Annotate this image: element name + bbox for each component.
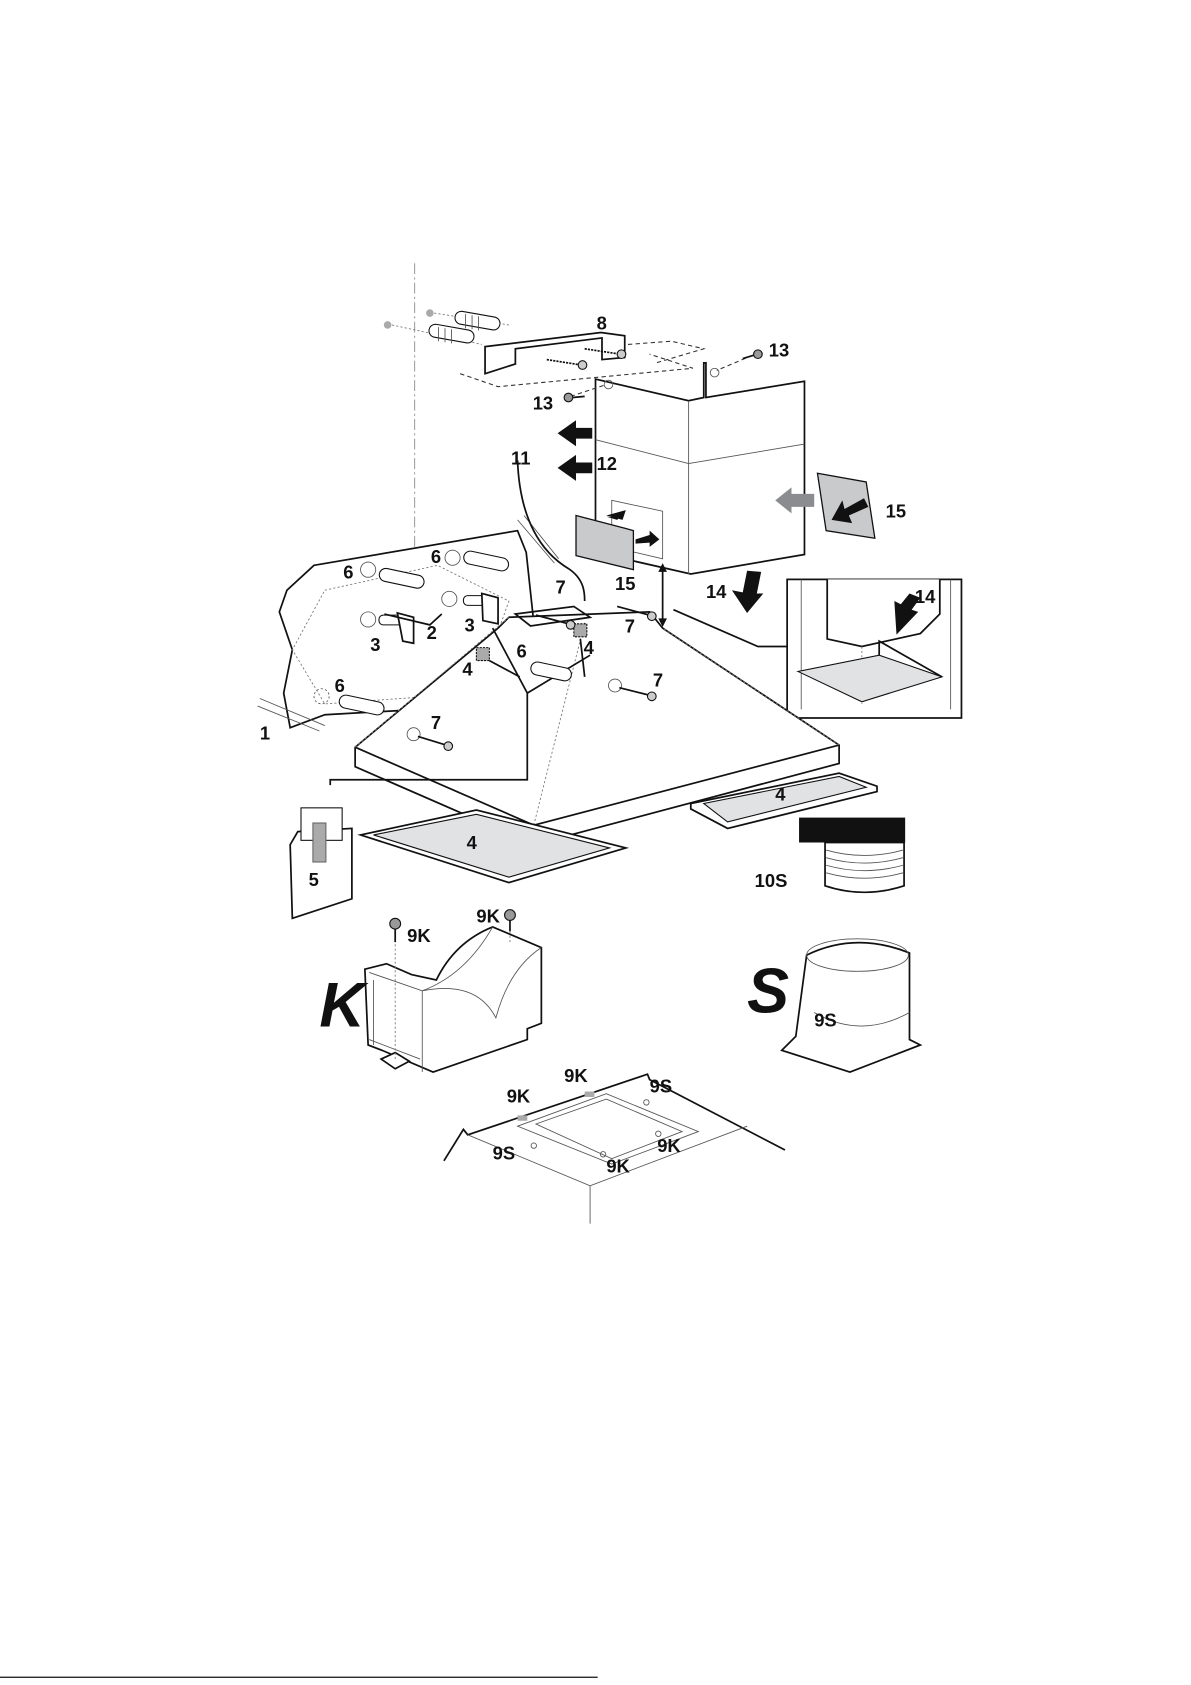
callout-3a: 3 bbox=[370, 634, 380, 655]
screw-icon bbox=[406, 727, 454, 752]
callout-8: 8 bbox=[597, 312, 607, 333]
callout-9K-a: 9K bbox=[407, 925, 431, 946]
callout-4b: 4 bbox=[462, 659, 473, 680]
screw-icon bbox=[616, 605, 657, 622]
callout-10S: 10S bbox=[755, 870, 788, 891]
callout-9S-plate-top: 9S bbox=[650, 1076, 673, 1097]
grey-arrow-icon bbox=[775, 487, 815, 514]
callout-9K-plate-left: 9K bbox=[507, 1085, 531, 1106]
overlay-labels: 6 bbox=[516, 640, 526, 661]
callout-7c: 7 bbox=[653, 670, 663, 691]
screw-icon bbox=[563, 392, 585, 403]
adjust-screw-detail: 5 bbox=[289, 807, 353, 920]
callout-14-detail: 14 bbox=[915, 586, 936, 607]
screw-icon bbox=[742, 349, 763, 360]
screw-icon bbox=[389, 917, 402, 943]
wall-plug-icon bbox=[428, 323, 475, 344]
callout-13-left: 13 bbox=[533, 392, 553, 413]
slide-arrow-icon bbox=[557, 420, 593, 481]
callout-9S-adaptor: 9S bbox=[814, 1010, 837, 1031]
callout-9K-plate-right: 9K bbox=[657, 1135, 681, 1156]
callout-4-filter-left: 4 bbox=[467, 832, 478, 853]
callout-5: 5 bbox=[309, 869, 319, 890]
grease-filter-right: 4 bbox=[689, 772, 878, 830]
callout-9S-plate-left: 9S bbox=[493, 1143, 516, 1164]
callout-13-right: 13 bbox=[769, 339, 789, 360]
callout-6b: 6 bbox=[431, 546, 441, 567]
callout-15-left: 15 bbox=[615, 573, 635, 594]
letter-S: S bbox=[747, 956, 789, 1026]
callout-7b: 7 bbox=[625, 615, 635, 636]
screw-icon bbox=[535, 614, 576, 630]
callout-7a: 7 bbox=[555, 576, 565, 597]
callout-15-right: 15 bbox=[886, 501, 906, 522]
mounting-plate: 9K 9S 9K 9S 9K 9K bbox=[443, 1065, 786, 1224]
wall-bracket: 8 bbox=[383, 309, 706, 388]
callout-9K-plate-top: 9K bbox=[564, 1065, 588, 1086]
callout-2: 2 bbox=[427, 622, 437, 643]
callout-3b: 3 bbox=[464, 614, 474, 635]
chimney: 13 13 12 15 15 14 bbox=[533, 339, 906, 628]
callout-6a: 6 bbox=[343, 561, 353, 582]
wall-plug-icon bbox=[378, 567, 425, 589]
down-arrow-icon bbox=[731, 570, 764, 613]
detail-inset: 14 bbox=[673, 578, 963, 719]
wall-plug-icon bbox=[338, 694, 385, 716]
callout-7d: 7 bbox=[431, 712, 441, 733]
filter-clip-icon bbox=[573, 623, 588, 638]
k-adaptor: 9K 9K K bbox=[319, 906, 543, 1073]
hook-icon bbox=[462, 592, 499, 625]
callout-1: 1 bbox=[260, 723, 270, 744]
filter-clip-icon bbox=[475, 647, 490, 662]
screw-icon bbox=[504, 909, 516, 932]
wall-plug-icon bbox=[530, 661, 572, 682]
callout-6c: 6 bbox=[516, 640, 526, 661]
hood-body: 7 4 7 4 7 7 bbox=[329, 576, 840, 846]
letter-K: K bbox=[319, 971, 369, 1041]
s-adaptor: 9S S bbox=[747, 938, 923, 1073]
callout-6d: 6 bbox=[335, 675, 345, 696]
callout-14: 14 bbox=[706, 581, 727, 602]
wall-plug-icon bbox=[454, 310, 501, 331]
callout-4-filter-right: 4 bbox=[775, 783, 786, 804]
grease-filter-left: 4 bbox=[357, 809, 630, 884]
screw-icon bbox=[608, 678, 657, 702]
callout-9K-plate-bottom: 9K bbox=[606, 1156, 630, 1177]
callout-4a: 4 bbox=[584, 637, 595, 658]
callout-11: 11 bbox=[511, 448, 530, 469]
callout-12: 12 bbox=[597, 453, 617, 474]
exhaust-pipe: 10S bbox=[755, 817, 906, 894]
callout-9K-b: 9K bbox=[476, 906, 500, 927]
wall-plug-icon bbox=[463, 550, 510, 572]
